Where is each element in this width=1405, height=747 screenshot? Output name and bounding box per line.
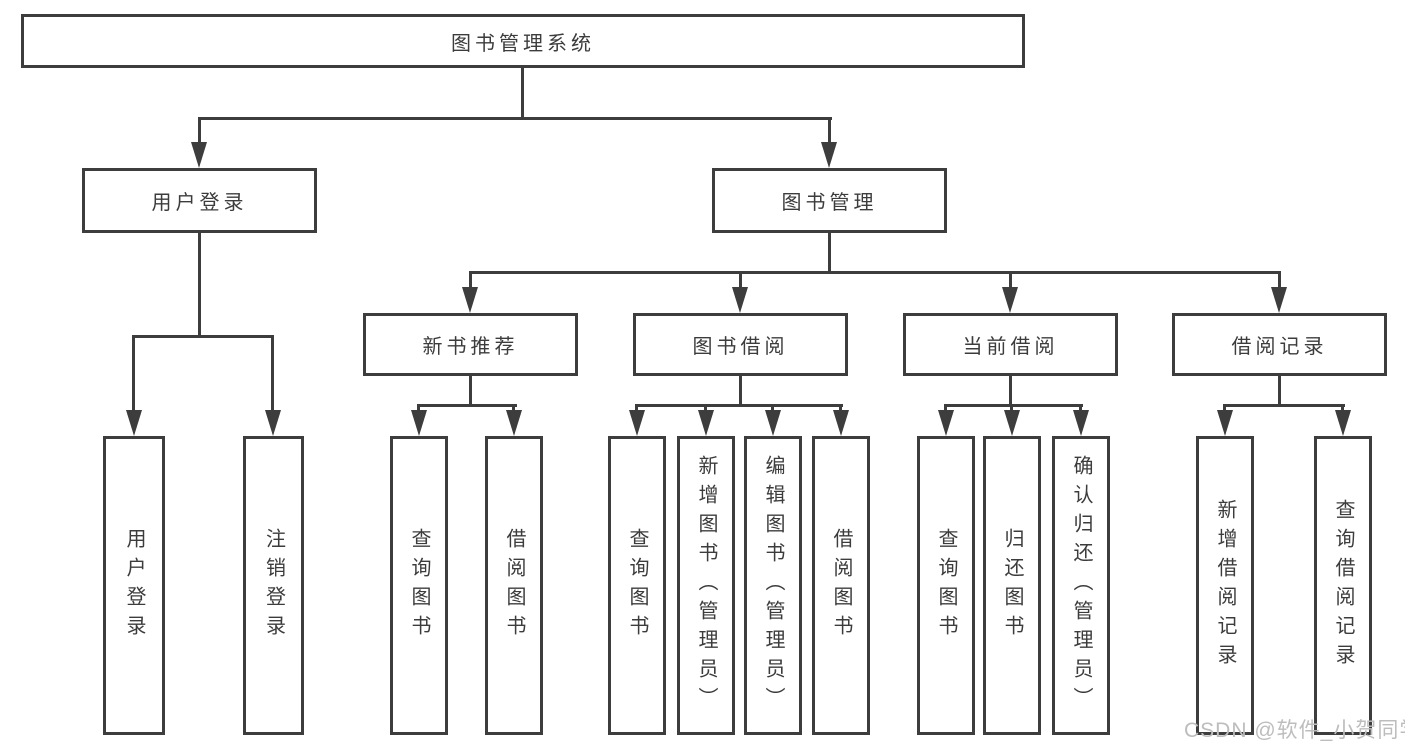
connector-drop-leaf [635,404,638,414]
node-label: 用户登录 [151,192,248,214]
connector-root-trunk [521,68,524,119]
connector-newbook-hbar [417,404,517,407]
arrowhead-down-icon [265,410,281,436]
connector-drop-l3 [739,271,742,293]
connector-root-hbar [198,117,832,120]
leaf-edit-books-admin: 编辑图书（管理员） [744,436,802,735]
connector-bookmgmt-trunk [828,233,831,274]
connector-drop-leaf [1341,404,1344,414]
arrowhead-down-icon [126,410,142,436]
node-label: 图书管理系统 [451,32,595,55]
node-label: 借阅图书 [830,527,852,644]
arrowhead-down-icon [732,287,748,313]
node-label: 编辑图书（管理员） [762,455,784,716]
node-label: 图书借阅 [692,336,789,358]
connector-drop-leaf [1223,404,1226,414]
leaf-user-login: 用户登录 [103,436,165,735]
arrowhead-down-icon [698,410,714,436]
connector-drop-l3 [469,271,472,293]
connector-drop-user-login [198,117,201,148]
leaf-query-books: 查询图书 [917,436,975,735]
connector-records-hbar [1223,404,1345,407]
arrowhead-down-icon [765,410,781,436]
node-new-book-recommend: 新书推荐 [363,313,578,376]
arrowhead-down-icon [506,410,522,436]
node-label: 归还图书 [1001,527,1023,644]
node-label: 新书推荐 [422,336,519,358]
connector-drop-leaf [512,404,515,414]
leaf-borrow-books: 借阅图书 [812,436,870,735]
connector-userlogin-trunk [198,233,201,338]
leaf-confirm-return-admin: 确认归还（管理员） [1052,436,1110,735]
connector-drop-l3 [1278,271,1281,293]
leaf-query-borrow-record: 查询借阅记录 [1314,436,1372,735]
connector-newbook-trunk [469,376,472,407]
node-label: 新增图书（管理员） [695,455,717,716]
leaf-return-books: 归还图书 [983,436,1041,735]
arrowhead-down-icon [833,410,849,436]
node-label: 借阅记录 [1231,336,1328,358]
node-label: 查询图书 [935,527,957,644]
connector-drop-leaf [417,404,420,414]
node-user-login: 用户登录 [82,168,317,233]
node-book-borrow: 图书借阅 [633,313,848,376]
csdn-watermark: CSDN @软件_小贺同学 [1184,719,1405,742]
connector-bookmgmt-hbar [469,271,1281,274]
leaf-add-borrow-record: 新增借阅记录 [1196,436,1254,735]
leaf-logout: 注销登录 [243,436,304,735]
arrowhead-down-icon [191,142,207,168]
arrowhead-down-icon [1004,410,1020,436]
connector-records-trunk [1278,376,1281,407]
arrowhead-down-icon [1073,410,1089,436]
node-label: 查询图书 [408,527,430,644]
node-label: 用户登录 [123,527,145,644]
leaf-query-books: 查询图书 [608,436,666,735]
leaf-borrow-books: 借阅图书 [485,436,543,735]
node-label: 查询图书 [626,527,648,644]
connector-drop-leaf [944,404,947,414]
arrowhead-down-icon [821,142,837,168]
node-label: 图书管理 [781,192,878,214]
connector-current-trunk [1009,376,1012,407]
connector-drop-leaf [1079,404,1082,414]
connector-drop-book-mgmt [828,117,831,148]
node-label: 查询借阅记录 [1332,498,1354,673]
arrowhead-down-icon [1002,287,1018,313]
node-label: 新增借阅记录 [1214,498,1236,673]
connector-drop-l3 [1009,271,1012,293]
arrowhead-down-icon [1271,287,1287,313]
leaf-query-books: 查询图书 [390,436,448,735]
connector-drop-leaf [704,404,707,414]
arrowhead-down-icon [629,410,645,436]
connector-drop-leaf [839,404,842,414]
connector-drop-leaf [132,335,135,415]
node-label: 当前借阅 [962,336,1059,358]
connector-borrow-hbar [635,404,843,407]
arrowhead-down-icon [1217,410,1233,436]
node-label: 借阅图书 [503,527,525,644]
node-borrow-records: 借阅记录 [1172,313,1387,376]
node-label: 确认归还（管理员） [1070,455,1092,716]
node-label: 注销登录 [262,527,285,644]
leaf-add-books-admin: 新增图书（管理员） [677,436,735,735]
node-book-management: 图书管理 [712,168,947,233]
connector-userlogin-hbar [132,335,274,338]
node-library-system: 图书管理系统 [21,14,1025,68]
connector-drop-leaf [771,404,774,414]
arrowhead-down-icon [938,410,954,436]
connector-drop-leaf [271,335,274,415]
node-current-borrow: 当前借阅 [903,313,1118,376]
arrowhead-down-icon [462,287,478,313]
connector-drop-leaf [1010,404,1013,414]
arrowhead-down-icon [1335,410,1351,436]
connector-current-hbar [944,404,1083,407]
arrowhead-down-icon [411,410,427,436]
connector-borrow-trunk [739,376,742,407]
